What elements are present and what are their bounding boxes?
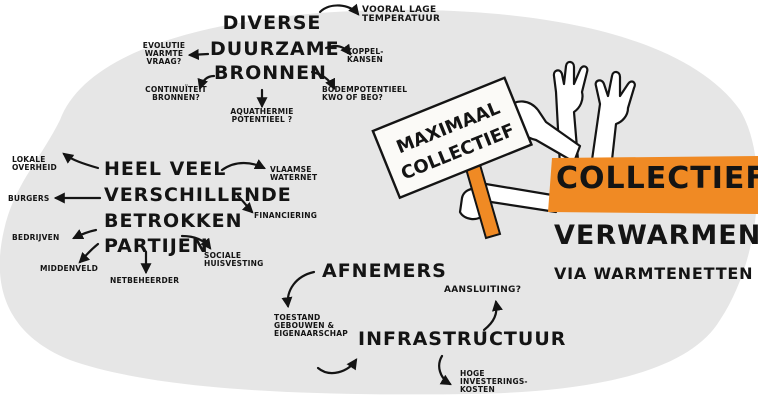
- party-vlaamse-waternet: VLAAMSE WATERNET: [270, 165, 318, 182]
- note-lage-temperatuur: VOORAL LAGE TEMPERATUUR: [362, 5, 441, 24]
- headline-line-2: VERWARMEN: [554, 220, 758, 251]
- party-netbeheerder: NETBEHEERDER: [110, 276, 180, 285]
- arrow-to-koppelkansen: [324, 43, 352, 56]
- infrastructuur-label: INFRASTRUCTUUR: [358, 328, 567, 350]
- note-aquathermie: AQUATHERMIE POTENTIEEL ?: [230, 107, 294, 124]
- arrow-to-vlaamse-waternet: [220, 159, 266, 172]
- arrow-to-lage-temperatuur: [318, 3, 360, 16]
- arrow-to-financiering: [236, 194, 254, 214]
- parties-title-line-3: BETROKKEN: [104, 210, 243, 232]
- energy-title-line-1: DIVERSE: [222, 12, 322, 34]
- arrow-toestand-to-infrastructuur: [316, 358, 358, 375]
- party-middenveld: MIDDENVELD: [40, 264, 99, 273]
- party-bedrijven: BEDRIJVEN: [12, 233, 60, 242]
- party-lokale-overheid: LOKALE OVERHEID: [12, 155, 57, 172]
- arrow-infrastructuur-to-kosten: [438, 354, 452, 386]
- arrow-afnemers-to-toestand: [281, 270, 316, 309]
- headline-line-3: VIA WARMTENETTEN: [554, 264, 754, 283]
- arrow-to-evolutie: [187, 49, 210, 61]
- afnemers-label: AFNEMERS: [322, 260, 447, 282]
- arrow-infrastructuur-to-aansluiting: [482, 299, 503, 332]
- headline-accent-word: COLLECTIEF: [556, 161, 758, 196]
- note-continuiteit: CONTINUÏTEIT BRONNEN?: [145, 85, 207, 102]
- arrow-to-continuiteit: [197, 74, 216, 91]
- sign-board: [371, 76, 534, 200]
- party-financiering: FINANCIERING: [254, 211, 318, 220]
- arrow-to-lokale-overheid: [62, 152, 100, 170]
- arrow-to-bodempotentieel: [310, 70, 336, 90]
- party-burgers: BURGERS: [8, 194, 50, 203]
- hoge-kosten-label: HOGE INVESTERINGS- KOSTEN: [460, 369, 528, 394]
- parties-title-line-1: HEEL VEEL: [104, 158, 227, 180]
- party-sociale-huisvesting: SOCIALE HUISVESTING: [204, 251, 264, 268]
- aansluiting-label: AANSLUITING?: [444, 285, 522, 295]
- note-evolutie-vraag: EVOLUTIE WARMTE VRAAG?: [142, 41, 186, 66]
- raised-hands-illustration: [458, 60, 636, 221]
- note-bodempotentieel: BODEMPOTENTIEEL KWO OF BEO?: [322, 85, 408, 102]
- parties-title-line-4: PARTIJEN: [104, 235, 209, 257]
- parties-title-line-2: VERSCHILLENDE: [104, 184, 292, 206]
- collectief-highlight: [548, 156, 758, 214]
- energy-title-line-3: BRONNEN: [214, 62, 327, 84]
- toestand-label: TOESTAND GEBOUWEN & EIGENAARSCHAP: [274, 313, 348, 338]
- arrow-to-bedrijven: [72, 228, 98, 240]
- arrow-to-sociale-huisvesting: [180, 234, 212, 250]
- energy-title-line-2: DUURZAME: [210, 38, 340, 60]
- note-koppelkansen: KOPPEL- KANSEN: [346, 47, 384, 64]
- arrow-to-middenveld: [78, 242, 100, 264]
